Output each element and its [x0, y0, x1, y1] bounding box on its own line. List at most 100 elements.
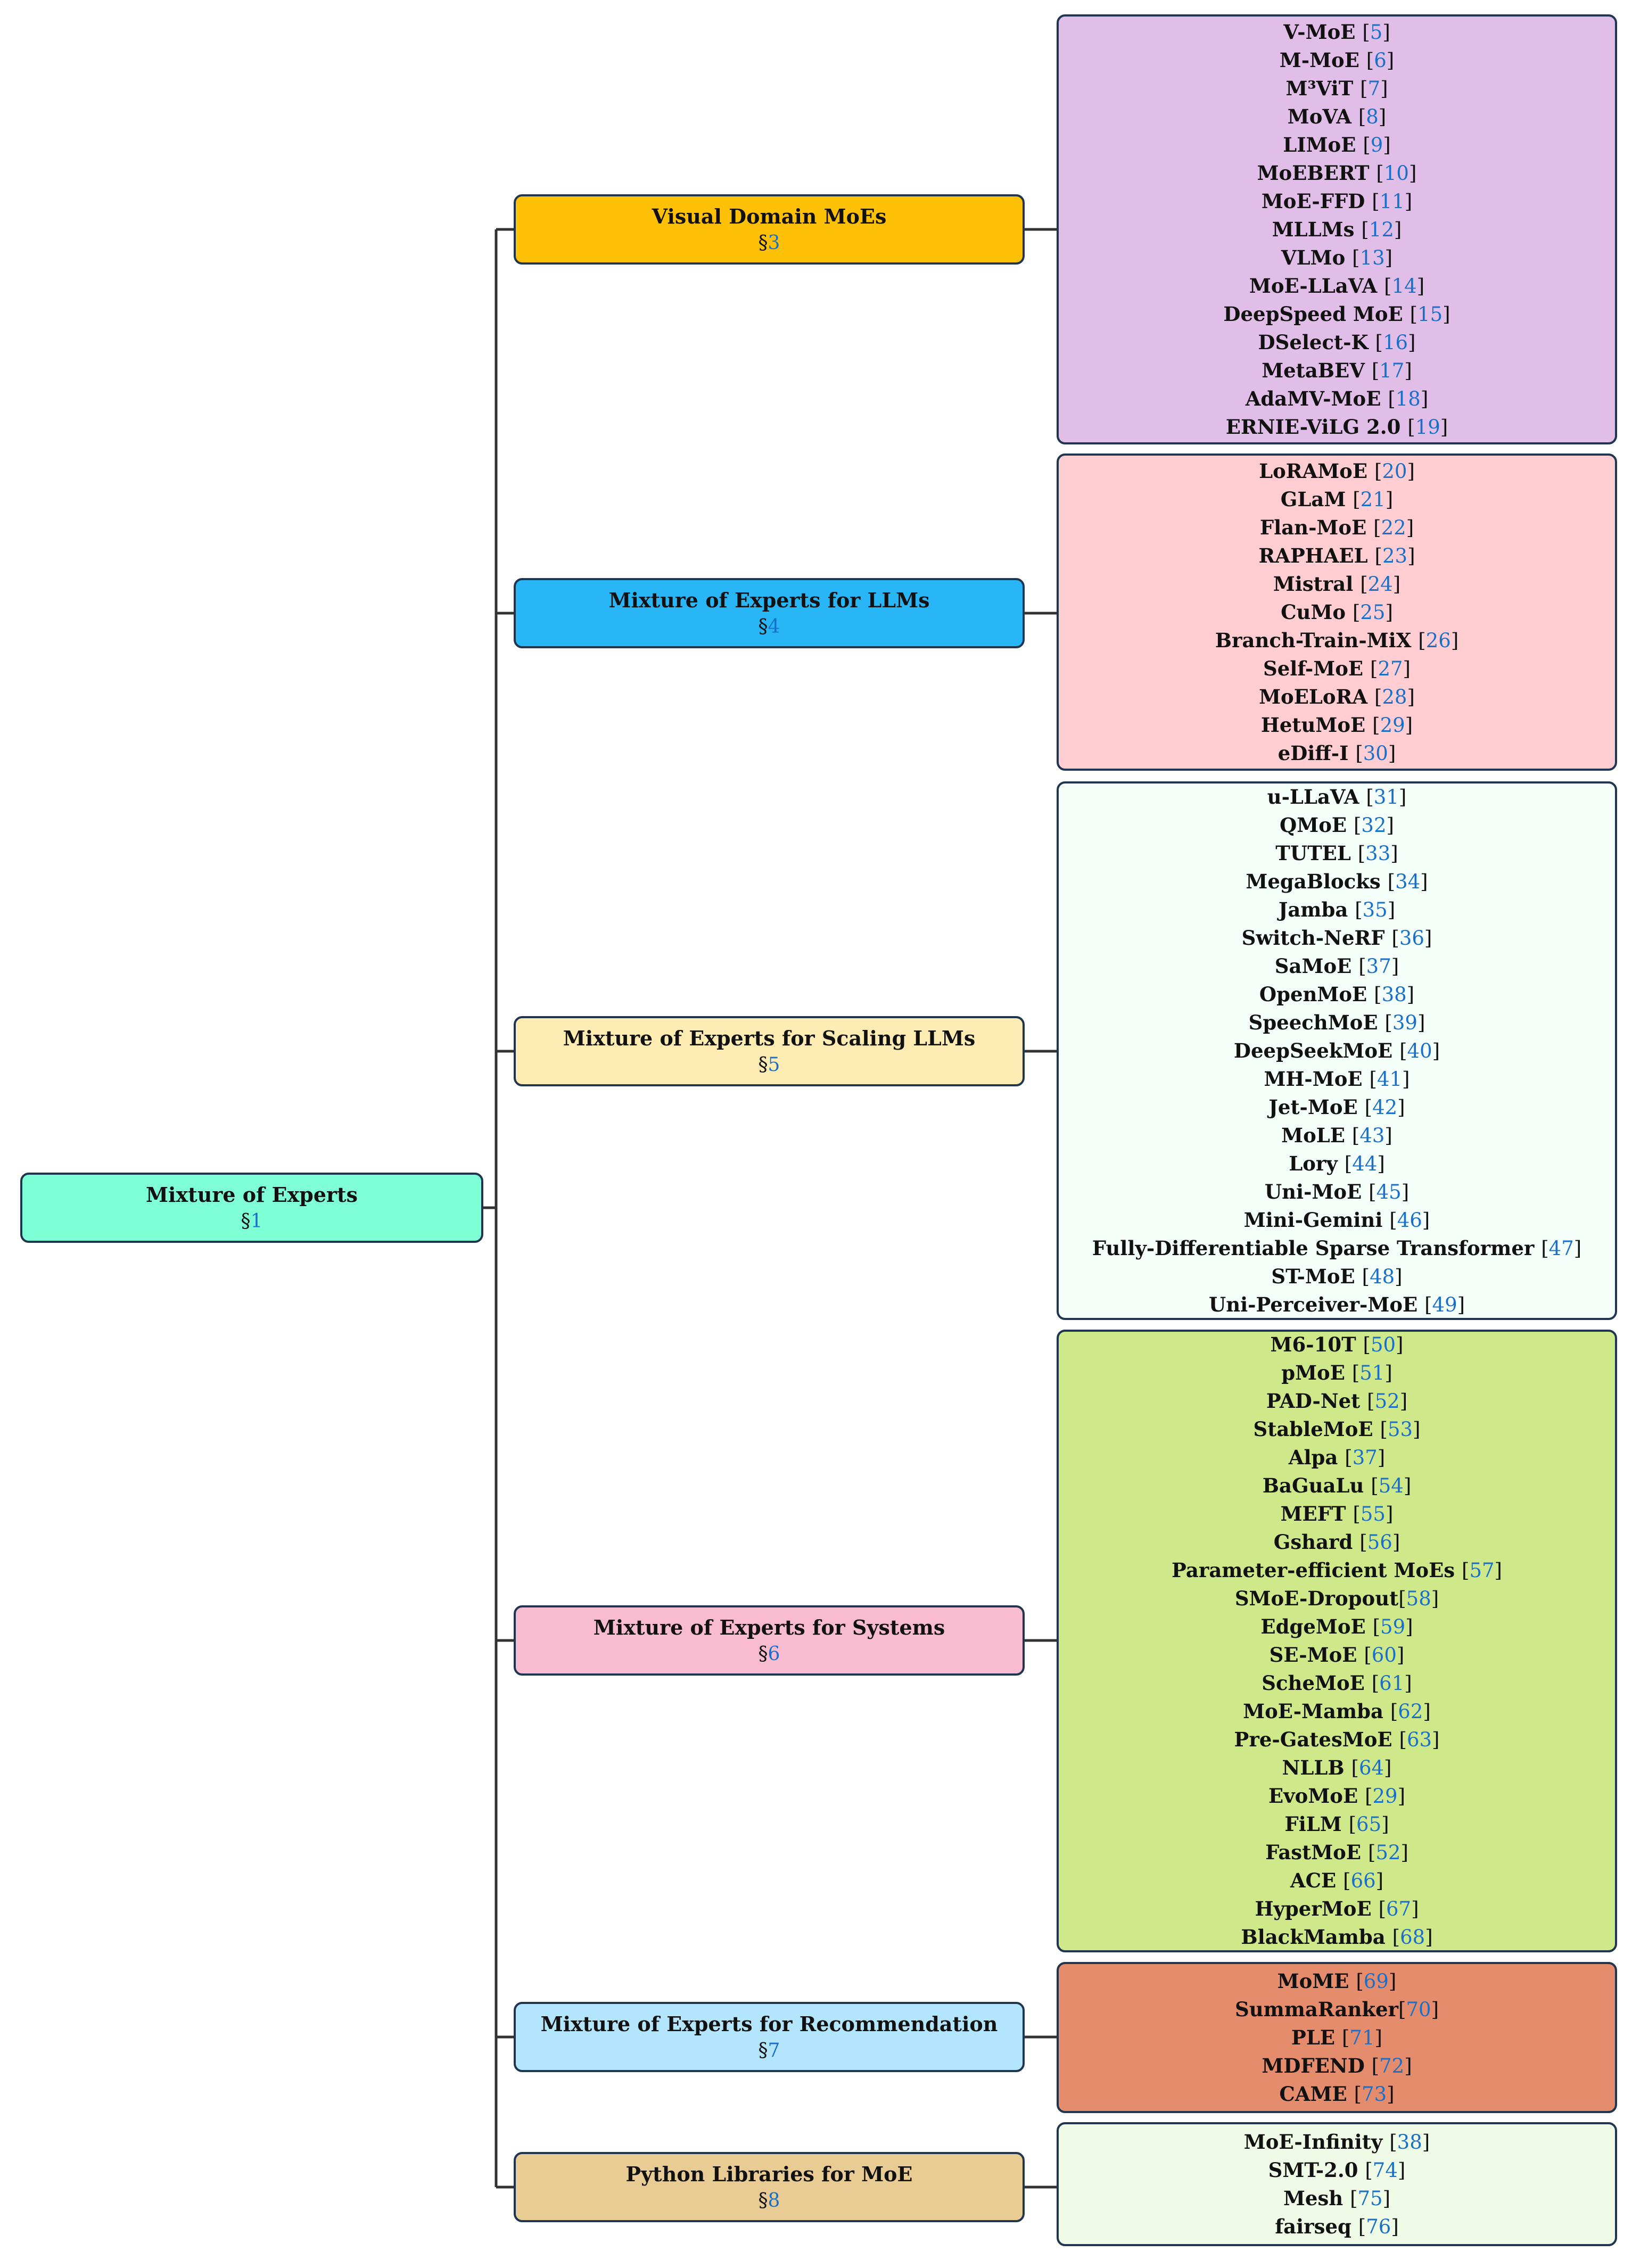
- reference-name: SE-MoE: [1269, 1643, 1364, 1667]
- citation-link[interactable]: 35: [1362, 898, 1388, 921]
- citation-link[interactable]: 7: [1367, 77, 1381, 100]
- citation-link[interactable]: 6: [1374, 48, 1387, 72]
- branch-section-link[interactable]: 8: [768, 2190, 780, 2212]
- citation-link[interactable]: 56: [1367, 1531, 1392, 1554]
- reference-citation: [49]: [1424, 1293, 1465, 1316]
- citation-link[interactable]: 50: [1370, 1333, 1396, 1356]
- citation-link[interactable]: 26: [1425, 629, 1451, 652]
- citation-link[interactable]: 16: [1382, 331, 1408, 354]
- citation-link[interactable]: 9: [1370, 133, 1383, 156]
- citation-link[interactable]: 23: [1382, 544, 1408, 567]
- citation-link[interactable]: 28: [1382, 685, 1407, 708]
- citation-link[interactable]: 31: [1373, 785, 1399, 809]
- reference-name: M-MoE: [1279, 48, 1366, 72]
- citation-link[interactable]: 63: [1406, 1728, 1432, 1751]
- citation-link[interactable]: 11: [1379, 189, 1405, 213]
- citation-link[interactable]: 52: [1375, 1841, 1401, 1864]
- citation-link[interactable]: 42: [1372, 1095, 1398, 1119]
- citation-link[interactable]: 70: [1406, 1998, 1431, 2021]
- citation-link[interactable]: 66: [1350, 1869, 1376, 1892]
- citation-link[interactable]: 62: [1398, 1700, 1423, 1723]
- citation-link[interactable]: 54: [1378, 1474, 1404, 1497]
- citation-link[interactable]: 36: [1399, 926, 1424, 950]
- citation-link[interactable]: 39: [1392, 1011, 1417, 1034]
- reference-item: Flan-MoE [22]: [1260, 514, 1414, 542]
- citation-link[interactable]: 30: [1363, 741, 1388, 765]
- citation-link[interactable]: 15: [1417, 302, 1443, 326]
- citation-link[interactable]: 29: [1372, 1785, 1398, 1808]
- citation-link[interactable]: 38: [1397, 2130, 1422, 2154]
- citation-link[interactable]: 37: [1366, 954, 1391, 978]
- citation-link[interactable]: 8: [1366, 105, 1379, 128]
- citation-link[interactable]: 51: [1359, 1362, 1385, 1384]
- citation-link[interactable]: 73: [1362, 2082, 1387, 2106]
- citation-link[interactable]: 74: [1372, 2158, 1398, 2182]
- citation-link[interactable]: 76: [1366, 2215, 1391, 2238]
- citation-link[interactable]: 5: [1370, 20, 1383, 44]
- citation-link[interactable]: 52: [1374, 1390, 1400, 1413]
- citation-link[interactable]: 57: [1469, 1559, 1495, 1582]
- citation-link[interactable]: 41: [1377, 1067, 1403, 1091]
- citation-link[interactable]: 75: [1357, 2187, 1383, 2210]
- branch-section-link[interactable]: 6: [768, 1643, 780, 1665]
- citation-link[interactable]: 18: [1395, 387, 1421, 410]
- citation-link[interactable]: 17: [1379, 359, 1405, 382]
- citation-link[interactable]: 61: [1379, 1672, 1405, 1695]
- citation-link[interactable]: 10: [1383, 161, 1409, 185]
- citation-link[interactable]: 45: [1376, 1180, 1402, 1203]
- citation-link[interactable]: 29: [1380, 713, 1405, 737]
- citation-link[interactable]: 44: [1352, 1152, 1378, 1175]
- branch-section: §5: [758, 1054, 780, 1076]
- citation-link[interactable]: 34: [1395, 870, 1421, 893]
- citation-link[interactable]: 60: [1371, 1644, 1397, 1667]
- reference-item: SMoE-Dropout[58]: [1235, 1585, 1439, 1613]
- citation-link[interactable]: 14: [1391, 274, 1417, 298]
- branch-section-link[interactable]: 3: [768, 232, 780, 254]
- citation-link[interactable]: 12: [1369, 218, 1394, 241]
- citation-link[interactable]: 65: [1356, 1813, 1382, 1836]
- reference-item: StableMoE [53]: [1254, 1415, 1421, 1444]
- citation-link[interactable]: 33: [1365, 842, 1391, 865]
- citation-link[interactable]: 13: [1359, 246, 1385, 269]
- citation-link[interactable]: 71: [1349, 2026, 1375, 2049]
- citation-link[interactable]: 46: [1397, 1208, 1422, 1232]
- reference-item: Branch-Train-MiX [26]: [1215, 626, 1459, 655]
- citation-link[interactable]: 47: [1548, 1236, 1574, 1260]
- citation-link[interactable]: 69: [1363, 1969, 1389, 1993]
- reference-name: DSelect-K: [1258, 330, 1375, 354]
- citation-link[interactable]: 43: [1359, 1124, 1385, 1147]
- citation-link[interactable]: 25: [1360, 600, 1386, 624]
- reference-citation: [62]: [1390, 1700, 1431, 1723]
- reference-citation: [23]: [1374, 544, 1415, 567]
- citation-link[interactable]: 22: [1381, 516, 1406, 539]
- citation-link[interactable]: 58: [1406, 1587, 1431, 1610]
- citation-link[interactable]: 20: [1382, 459, 1407, 483]
- citation-link[interactable]: 21: [1360, 488, 1386, 511]
- citation-link[interactable]: 67: [1386, 1898, 1412, 1920]
- branch-section-link[interactable]: 7: [768, 2040, 780, 2061]
- reference-name: MH-MoE: [1264, 1067, 1370, 1091]
- citation-link[interactable]: 27: [1378, 657, 1403, 680]
- root-section-link[interactable]: 1: [250, 1210, 263, 1232]
- reference-name: ERNIE-ViLG 2.0: [1225, 415, 1408, 439]
- branch-section-link[interactable]: 5: [768, 1054, 780, 1076]
- branch-section-link[interactable]: 4: [768, 616, 780, 638]
- citation-link[interactable]: 24: [1367, 572, 1393, 596]
- citation-link[interactable]: 49: [1432, 1293, 1457, 1316]
- citation-link[interactable]: 40: [1407, 1039, 1432, 1062]
- citation-link[interactable]: 48: [1370, 1265, 1395, 1288]
- citation-link[interactable]: 64: [1358, 1756, 1384, 1779]
- citation-link[interactable]: 68: [1400, 1926, 1425, 1949]
- citation-link[interactable]: 37: [1352, 1446, 1378, 1469]
- citation-link[interactable]: 19: [1415, 415, 1440, 439]
- citation-link[interactable]: 55: [1360, 1503, 1386, 1525]
- reference-name: CAME: [1279, 2082, 1354, 2106]
- reference-name: MLLMs: [1272, 217, 1362, 241]
- citation-link[interactable]: 53: [1387, 1418, 1413, 1441]
- reference-citation: [53]: [1380, 1418, 1421, 1441]
- citation-link[interactable]: 38: [1381, 983, 1407, 1006]
- citation-link[interactable]: 32: [1361, 813, 1387, 837]
- citation-link[interactable]: 72: [1379, 2054, 1405, 2077]
- citation-link[interactable]: 59: [1380, 1615, 1406, 1638]
- reference-item: pMoE [51]: [1281, 1359, 1392, 1387]
